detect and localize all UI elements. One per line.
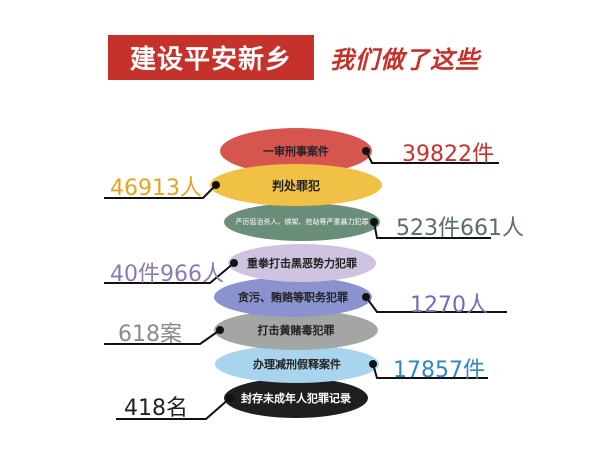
pointer-commutation-dot xyxy=(369,360,377,368)
pointer-violent-crime-dot xyxy=(370,218,378,226)
label-criminal-cases: 一审刑事案件 xyxy=(263,145,329,158)
pointer-juvenile-records-dot xyxy=(226,394,234,402)
header-banner: 建设平安新乡 xyxy=(108,35,314,80)
pointer-corruption-line xyxy=(365,296,507,313)
pointer-sentenced-dot xyxy=(212,181,220,189)
ellipse-sentenced xyxy=(210,164,382,206)
pointer-gang-crime-dot xyxy=(230,259,238,267)
pointer-gambling-drugs-dot xyxy=(216,326,224,334)
stat-corruption: 1270人 xyxy=(410,293,488,318)
page-subtitle: 我们做了这些 xyxy=(330,45,480,74)
pointer-corruption-dot xyxy=(362,293,370,301)
label-violent-crime: 严厉惩治杀人、绑架、抢劫等严重暴力犯罪 xyxy=(235,218,369,226)
ellipse-corruption xyxy=(214,277,372,317)
stat-gang-crime: 40件966人 xyxy=(110,262,224,287)
pointer-juvenile-records-line xyxy=(116,397,231,420)
pointer-gang-crime-line xyxy=(104,262,235,284)
pointer-commutation-line xyxy=(372,363,488,379)
ellipse-gambling-drugs xyxy=(214,310,378,350)
pointer-sentenced-line xyxy=(104,184,217,199)
label-gambling-drugs: 打击黄赌毒犯罪 xyxy=(257,324,335,337)
ellipse-gang-crime xyxy=(228,244,376,282)
ellipse-criminal-cases xyxy=(220,128,372,174)
stat-violent-crime: 523件661人 xyxy=(396,216,524,241)
pointer-gambling-drugs-line xyxy=(104,329,221,345)
stat-criminal-cases: 39822件 xyxy=(402,142,494,167)
ellipse-violent-crime xyxy=(224,203,380,241)
label-sentenced: 判处罪犯 xyxy=(271,178,320,193)
pointer-layer xyxy=(104,147,507,420)
label-commutation: 办理减刑假释案件 xyxy=(253,358,341,371)
pointer-criminal-cases-dot xyxy=(362,147,370,155)
label-juvenile-records: 封存未成年人犯罪记录 xyxy=(241,392,351,405)
ellipse-commutation xyxy=(215,345,379,383)
ellipse-juvenile-records xyxy=(224,378,368,418)
stat-gambling-drugs: 618案 xyxy=(118,322,182,347)
stat-sentenced: 46913人 xyxy=(110,176,202,201)
page-title: 建设平安新乡 xyxy=(129,45,292,75)
label-corruption: 贪污、贿赂等职务犯罪 xyxy=(238,291,348,304)
pointer-criminal-cases-line xyxy=(365,150,499,164)
label-gang-crime: 重拳打击黑恶势力犯罪 xyxy=(247,257,357,270)
pointer-violent-crime-line xyxy=(373,221,491,239)
ellipse-layer xyxy=(210,128,382,418)
stat-commutation: 17857件 xyxy=(393,358,485,383)
stat-juvenile-records: 418名 xyxy=(124,396,188,421)
